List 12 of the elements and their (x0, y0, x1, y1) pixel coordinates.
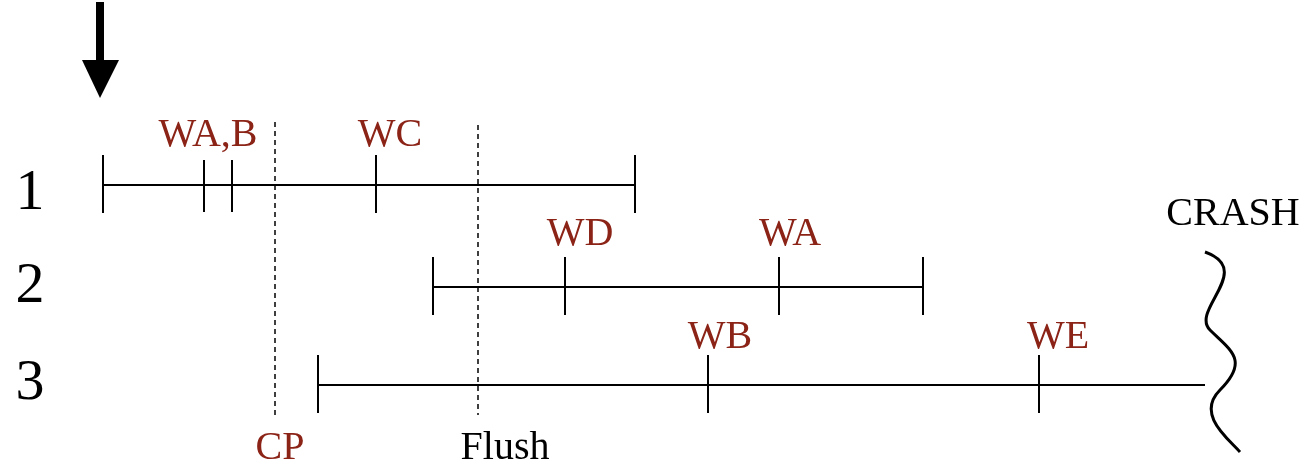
row-number: 2 (15, 254, 45, 312)
event-label: WD (546, 212, 614, 252)
event-label: WB (687, 315, 753, 355)
event-label: WA,B (158, 113, 258, 153)
event-label: WA (758, 212, 822, 252)
row-number: 1 (15, 161, 45, 219)
marker-label: Flush (460, 426, 550, 466)
crash-label: CRASH (1166, 192, 1300, 232)
event-label: WE (1026, 315, 1090, 355)
event-label: WC (357, 113, 423, 153)
row-number: 3 (15, 351, 45, 409)
marker-label: CP (255, 426, 305, 466)
